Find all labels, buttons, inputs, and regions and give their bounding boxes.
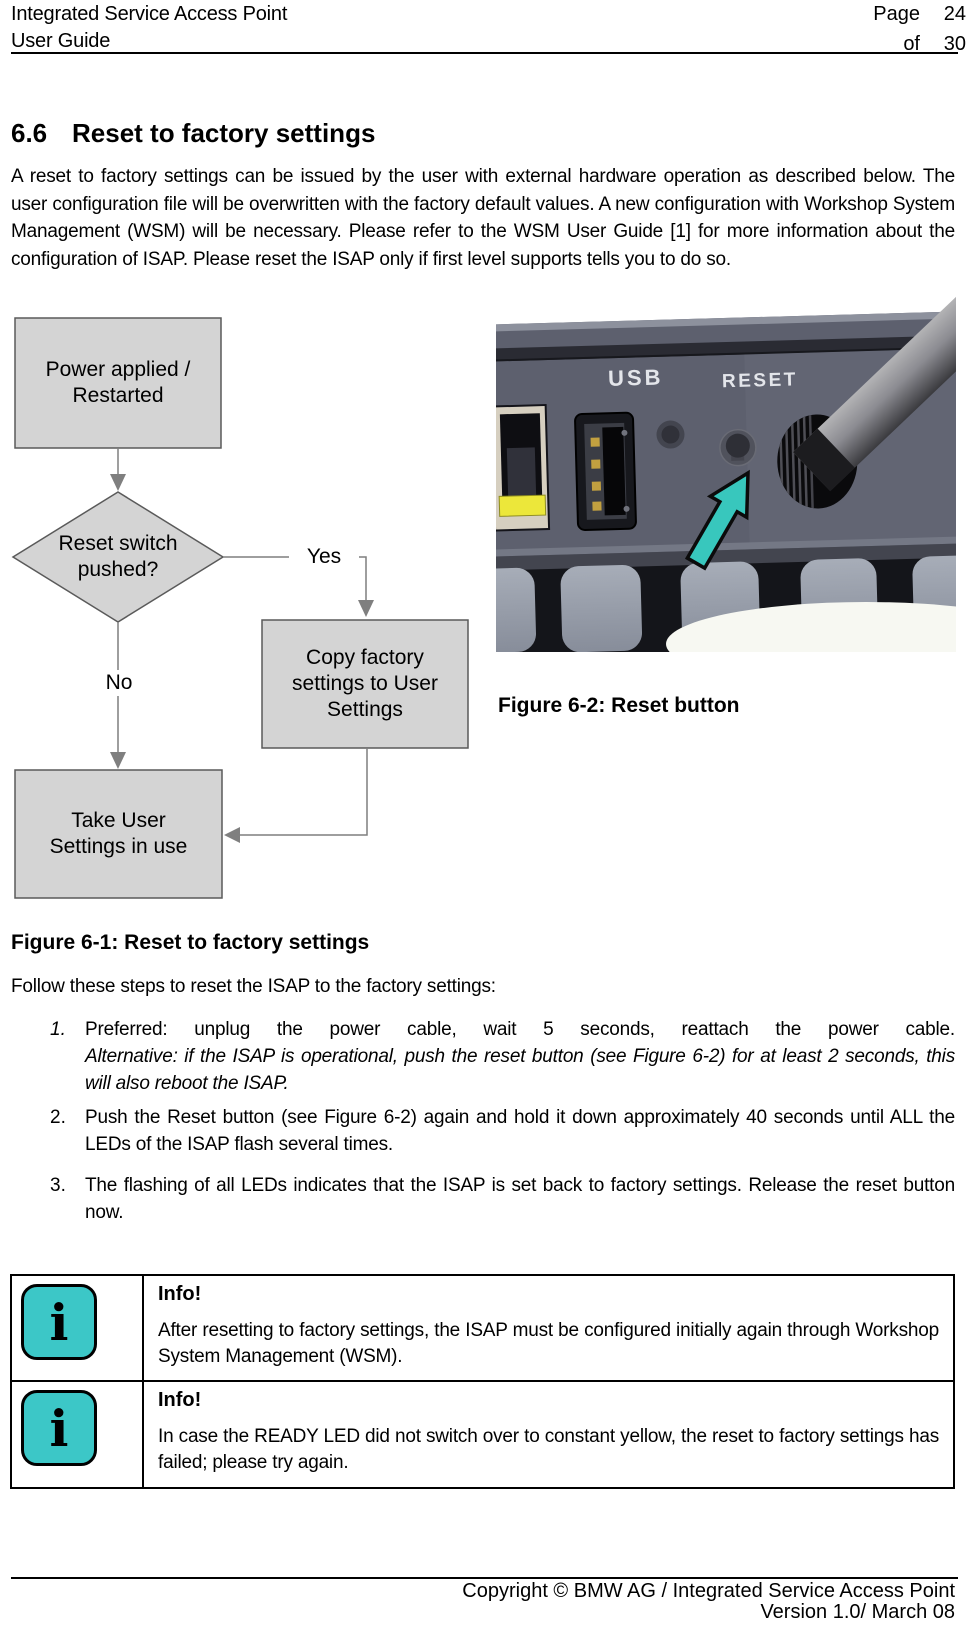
device-top-edge bbox=[473, 311, 968, 333]
arrowhead-down-icon bbox=[110, 474, 126, 491]
flowchart-no-label: No bbox=[84, 670, 154, 696]
ethernet-yellow-tab bbox=[498, 494, 547, 517]
arrowhead-down-icon bbox=[358, 600, 374, 617]
header-doc-title: User Guide bbox=[11, 30, 111, 52]
footer: Copyright © BMW AG / Integrated Service … bbox=[355, 1581, 955, 1623]
flowchart-return-connector bbox=[240, 748, 368, 836]
panel-groove-line bbox=[474, 346, 968, 363]
figure-caption-6-2: Figure 6-2: Reset button bbox=[498, 694, 740, 717]
ethernet-port-clip bbox=[506, 447, 537, 497]
step-text-italic: Alternative: if the ISAP is operational,… bbox=[85, 1046, 955, 1094]
arrowhead-down-icon bbox=[110, 752, 126, 769]
page-indicator: Page 24 of 30 bbox=[873, 3, 966, 56]
info-row: i Info! After resetting to factory setti… bbox=[12, 1276, 953, 1382]
section-title: Reset to factory settings bbox=[72, 118, 376, 148]
reset-button bbox=[725, 433, 750, 458]
header-product-title: Integrated Service Access Point bbox=[11, 3, 288, 25]
steps-intro: Follow these steps to reset the ISAP to … bbox=[11, 976, 496, 997]
flowchart-end-box-shape bbox=[14, 769, 223, 899]
reset-port-label: RESET bbox=[721, 369, 799, 393]
info-title: Info! bbox=[158, 1283, 202, 1305]
info-icon-cell: i bbox=[12, 1276, 144, 1380]
info-icon: i bbox=[21, 1284, 97, 1360]
reset-pointer-arrow-icon bbox=[684, 469, 750, 571]
info-icon-cell: i bbox=[12, 1382, 144, 1487]
info-row: i Info! In case the READY LED did not sw… bbox=[12, 1382, 953, 1487]
info-text-cell: Info! In case the READY LED did not swit… bbox=[144, 1382, 953, 1487]
step-text: Preferred: unplug the power cable, wait … bbox=[85, 1016, 955, 1097]
step-text: Push the Reset button (see Figure 6-2) a… bbox=[85, 1107, 955, 1155]
info-title: Info! bbox=[158, 1389, 202, 1411]
flowchart-end-box: Take User Settings in use bbox=[49, 809, 188, 858]
flowchart-copy-box-shape bbox=[261, 619, 469, 749]
info-body: In case the READY LED did not switch ove… bbox=[158, 1426, 939, 1473]
device-foot bbox=[454, 567, 537, 654]
flowchart-yes-connector bbox=[223, 556, 367, 600]
usb-pin bbox=[590, 437, 600, 447]
page-number: 24 bbox=[943, 3, 966, 25]
figure-caption-6-1: Figure 6-1: Reset to factory settings bbox=[11, 931, 370, 954]
intro-paragraph: A reset to factory settings can be issue… bbox=[11, 166, 955, 270]
arrowhead-left-icon bbox=[224, 827, 240, 843]
step-number: 1. bbox=[50, 1019, 66, 1040]
usb-pin bbox=[591, 481, 602, 491]
info-table: i Info! After resetting to factory setti… bbox=[10, 1274, 955, 1489]
device-photo bbox=[454, 252, 968, 686]
usb-pin bbox=[592, 501, 602, 511]
info-body: After resetting to factory settings, the… bbox=[158, 1320, 939, 1367]
step-number: 3. bbox=[50, 1175, 66, 1196]
usb-pin bbox=[591, 459, 601, 469]
panel-groove bbox=[474, 335, 968, 363]
flowchart-copy-box: Copy factory settings to User Settings bbox=[292, 646, 438, 721]
header-rule bbox=[11, 52, 958, 54]
info-text-cell: Info! After resetting to factory setting… bbox=[144, 1276, 953, 1380]
footer-rule bbox=[11, 1577, 958, 1579]
section-number: 6.6 bbox=[11, 118, 48, 148]
device-foot bbox=[560, 564, 643, 653]
info-icon: i bbox=[21, 1390, 97, 1466]
step-text: The flashing of all LEDs indicates that … bbox=[85, 1175, 955, 1223]
usb-tongue bbox=[602, 426, 626, 516]
page-label: Page bbox=[873, 3, 920, 25]
step-text-normal: Preferred: unplug the power cable, wait … bbox=[85, 1019, 955, 1040]
page-total: 30 bbox=[943, 33, 966, 55]
usb-detent bbox=[621, 429, 628, 436]
step-number: 2. bbox=[50, 1107, 66, 1128]
footer-version: Version 1.0/ March 08 bbox=[760, 1601, 955, 1623]
section-heading: 6.6 Reset to factory settings bbox=[11, 118, 375, 149]
flowchart-yes-label: Yes bbox=[289, 544, 359, 570]
flowchart-shapes bbox=[11, 317, 469, 899]
footer-copyright: Copyright © BMW AG / Integrated Service … bbox=[462, 1580, 955, 1602]
led-hole-inner bbox=[661, 425, 680, 444]
antenna-rod bbox=[792, 252, 968, 492]
panel-bottom-ridge bbox=[479, 535, 968, 557]
device-photo-art bbox=[454, 252, 968, 686]
flowchart-start-box-shape bbox=[14, 317, 222, 449]
flowchart-decision-diamond: Reset switch pushed? bbox=[58, 532, 178, 581]
reset-flowchart: Power applied / Restarted Reset switch p… bbox=[11, 300, 481, 900]
flowchart-start-box: Power applied / Restarted bbox=[45, 358, 191, 407]
usb-port-label: USB bbox=[607, 364, 664, 391]
of-label: of bbox=[903, 33, 920, 55]
usb-detent bbox=[623, 505, 630, 512]
device-body-group bbox=[454, 252, 968, 659]
